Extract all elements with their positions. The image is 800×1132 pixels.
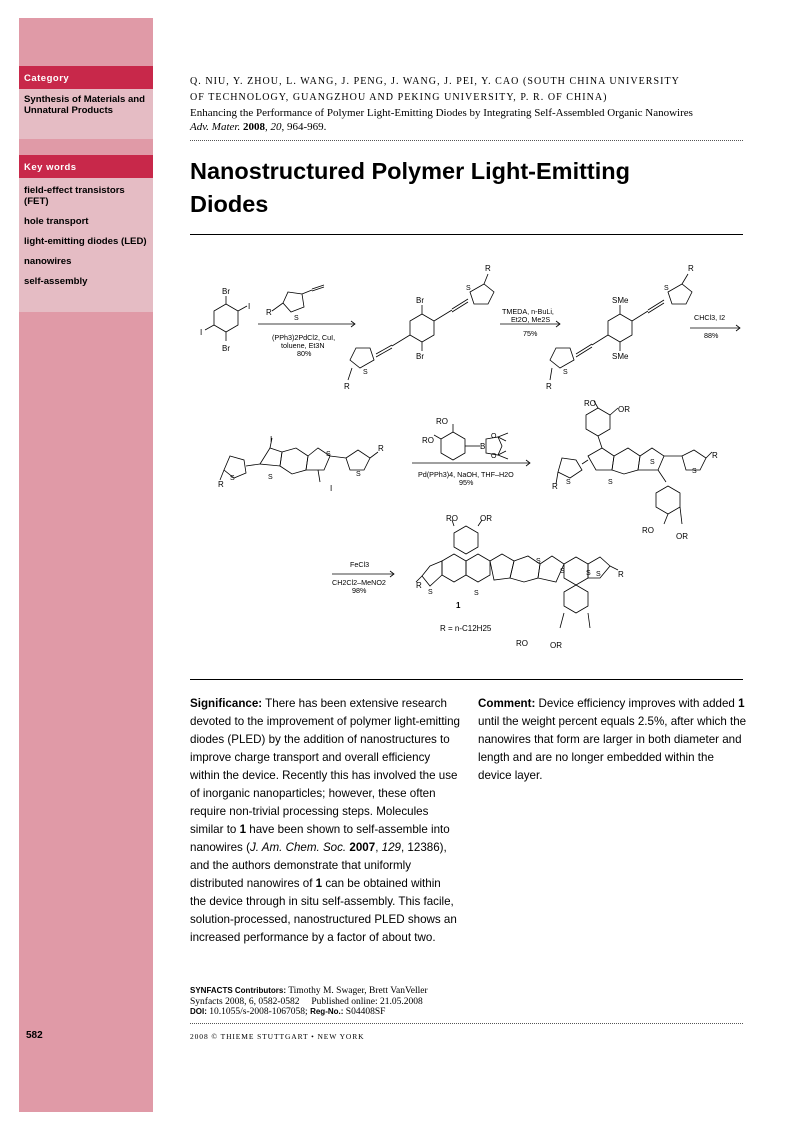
authors: Q. NIU, Y. ZHOU, L. WANG, J. PENG, J. WA…	[190, 76, 680, 103]
atom-label: OR	[550, 641, 562, 650]
journal-citation: Adv. Mater. 2008, 20, 964-969.	[190, 121, 327, 133]
scheme-labels: Br I I Br R S (PPh3)2PdCl2, CuI, toluene…	[200, 264, 725, 650]
atom-label: O	[491, 453, 497, 460]
page-title: Nanostructured Polymer Light-Emitting Di…	[190, 158, 630, 217]
step-conditions: CHCl3, I2	[694, 313, 725, 322]
atom-label: RO	[422, 436, 434, 445]
atom-label: S	[474, 590, 479, 597]
atom-label: RO	[642, 526, 654, 535]
atom-label: SMe	[612, 352, 629, 361]
atom-label: S	[566, 479, 571, 486]
title-rule	[190, 234, 743, 235]
step-conditions: Et2O, Me2S	[511, 315, 550, 324]
step-conditions: Pd(PPh3)4, NaOH, THF–H2O	[418, 470, 514, 479]
atom-label: R	[218, 480, 224, 489]
keyword: light-emitting diodes (LED)	[24, 236, 147, 247]
step-yield: 98%	[352, 586, 367, 595]
keywords-header: Key words	[19, 155, 153, 178]
original-title: Enhancing the Performance of Polymer Lig…	[190, 107, 693, 119]
atom-label: S	[560, 568, 565, 575]
atom-label: S	[664, 285, 669, 292]
atom-label: Br	[416, 296, 424, 305]
atom-label: S	[268, 474, 273, 481]
footer-divider	[190, 1023, 743, 1024]
atom-label: SMe	[612, 296, 629, 305]
category-header: Category	[19, 66, 153, 89]
step-conditions: FeCl3	[350, 560, 369, 569]
atom-label: RO	[446, 514, 458, 523]
step-yield: 88%	[704, 331, 719, 340]
scheme-bonds	[204, 273, 741, 629]
atom-label: S	[466, 285, 471, 292]
atom-label: Br	[222, 344, 230, 353]
atom-label: S	[596, 571, 601, 578]
atom-label: I	[248, 302, 250, 311]
compound-label: 1	[456, 601, 461, 610]
atom-label: R	[712, 451, 718, 460]
atom-label: S	[230, 475, 235, 482]
step-conditions: (PPh3)2PdCl2, CuI,	[272, 333, 335, 342]
keywords-box: field-effect transistors (FET) hole tran…	[19, 178, 153, 312]
step-conditions: TMEDA, n-BuLi,	[502, 307, 554, 316]
atom-label: RO	[584, 399, 596, 408]
atom-label: OR	[480, 514, 492, 523]
atom-label: S	[692, 468, 697, 475]
atom-label: R	[378, 444, 384, 453]
atom-label: R	[546, 382, 552, 391]
atom-label: S	[650, 459, 655, 466]
keyword: field-effect transistors (FET)	[24, 185, 125, 207]
publisher-footer: 2008 © THIEME STUTTGART • NEW YORK	[190, 1032, 365, 1041]
scheme-rule	[190, 679, 743, 680]
atom-label: S	[356, 471, 361, 478]
keyword: nanowires	[24, 256, 72, 267]
significance-paragraph: Significance: There has been extensive r…	[190, 697, 461, 944]
atom-label: I	[330, 484, 332, 493]
atom-label: R	[416, 581, 422, 590]
atom-label: R	[688, 264, 694, 273]
contributors-block: SYNFACTS Contributors: Timothy M. Swager…	[190, 986, 428, 1017]
atom-label: OR	[618, 405, 630, 414]
r-definition: R = n-C12H25	[440, 624, 492, 633]
category-label: Synthesis of Materials and Unnatural Pro…	[24, 94, 146, 116]
step-yield: 75%	[523, 329, 538, 338]
atom-label: I	[200, 328, 202, 337]
atom-label: S	[294, 315, 299, 322]
comment-paragraph: Comment: Device efficiency improves with…	[478, 697, 747, 782]
atom-label: I	[270, 435, 272, 444]
atom-label: RO	[436, 417, 448, 426]
atom-label: O	[491, 433, 497, 440]
step-yield: 80%	[297, 349, 312, 358]
atom-label: S	[586, 570, 591, 577]
atom-label: R	[485, 264, 491, 273]
atom-label: S	[563, 369, 568, 376]
atom-label: OR	[676, 532, 688, 541]
atom-label: RO	[516, 639, 528, 648]
keyword: self-assembly	[24, 276, 88, 287]
atom-label: S	[536, 558, 541, 565]
atom-label: R	[344, 382, 350, 391]
category-box: Synthesis of Materials and Unnatural Pro…	[19, 89, 153, 139]
atom-label: S	[428, 589, 433, 596]
atom-label: S	[363, 369, 368, 376]
dotted-divider	[190, 140, 743, 141]
step-conditions: toluene, Et3N	[281, 341, 325, 350]
page-number: 582	[26, 1030, 43, 1041]
atom-label: B	[480, 442, 485, 451]
keyword: hole transport	[24, 216, 89, 227]
atom-label: R	[552, 482, 558, 491]
atom-label: Br	[416, 352, 424, 361]
step-conditions: CH2Cl2–MeNO2	[332, 578, 386, 587]
atom-label: R	[618, 570, 624, 579]
atom-label: S	[608, 479, 613, 486]
atom-label: S	[326, 451, 331, 458]
atom-label: R	[266, 308, 272, 317]
atom-label: Br	[222, 287, 230, 296]
step-yield: 95%	[459, 478, 474, 487]
reaction-scheme: Br I I Br R S (PPh3)2PdCl2, CuI, toluene…	[200, 264, 741, 650]
